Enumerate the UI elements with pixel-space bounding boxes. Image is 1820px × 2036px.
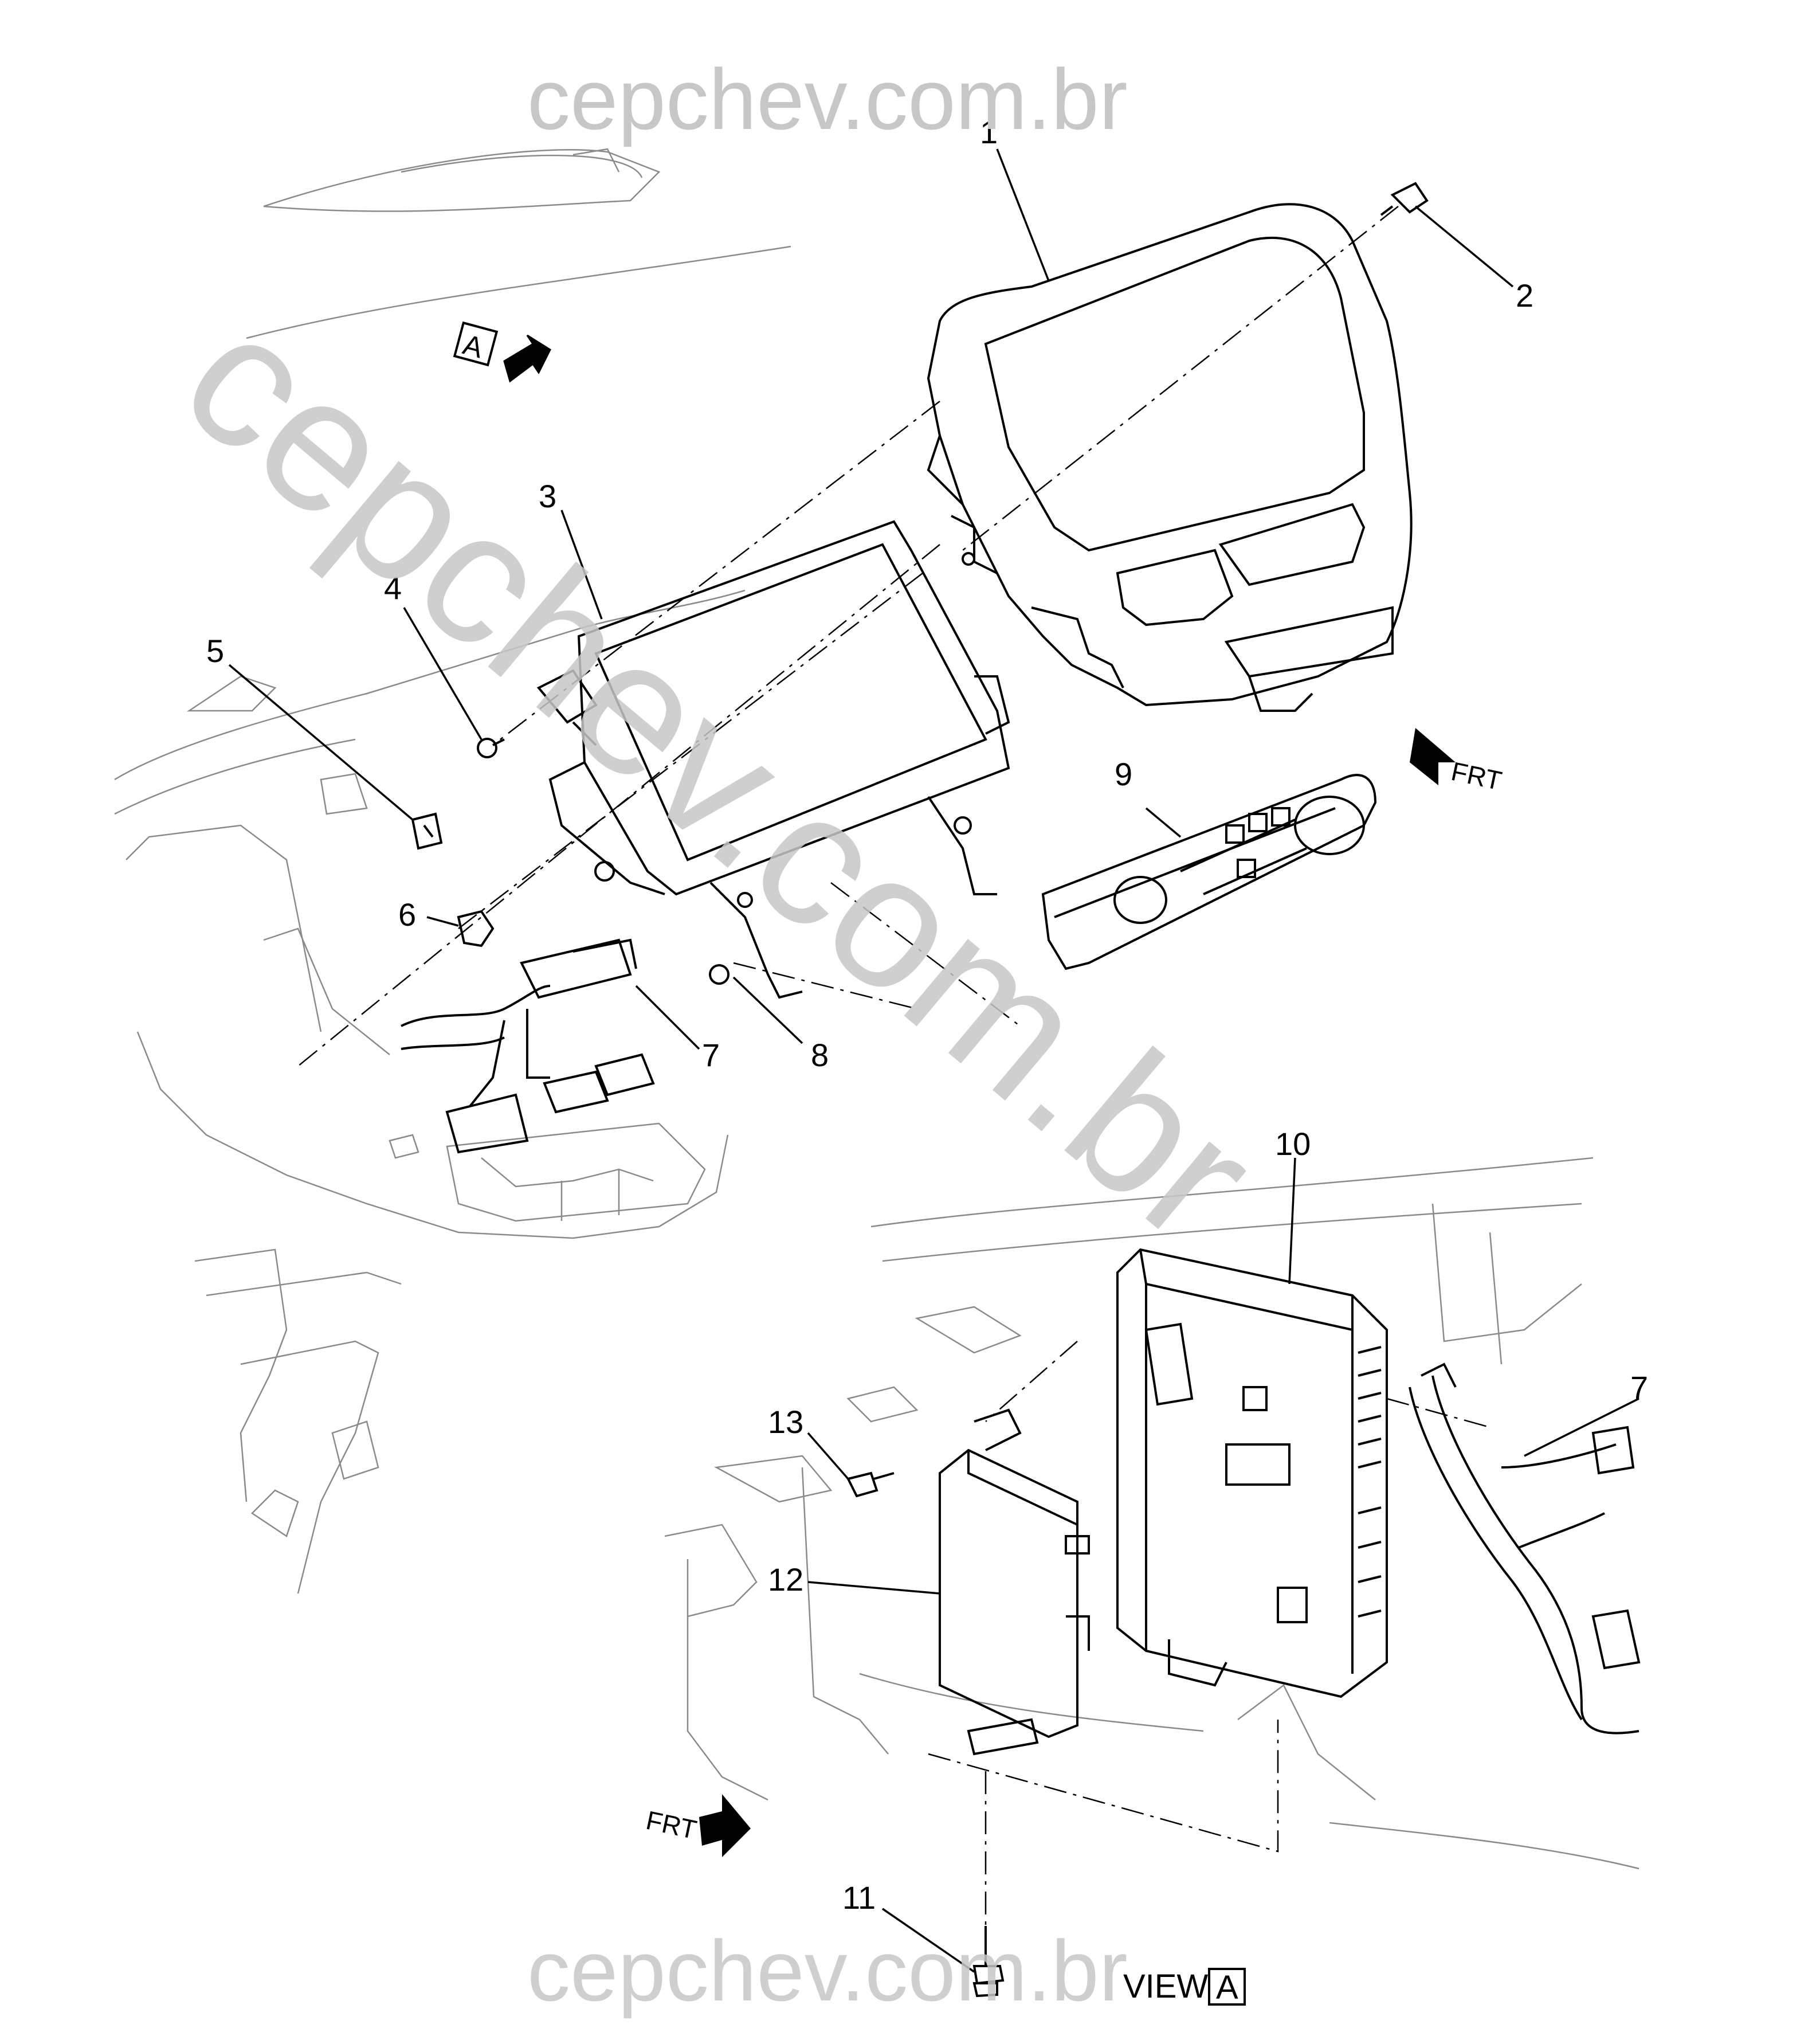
callout-2: 2 bbox=[1516, 277, 1533, 314]
callout-9: 9 bbox=[1115, 756, 1132, 792]
watermark-bottom: cepchev.com.br bbox=[527, 1923, 1128, 2019]
part-8-screw bbox=[710, 965, 728, 984]
watermarks: cepchev.com.br cepchev.com.br cepchev.co… bbox=[146, 51, 1294, 2019]
callout-8: 8 bbox=[811, 1037, 829, 1073]
callout-7-lower: 7 bbox=[1630, 1369, 1648, 1405]
part-7-wiring-harness-upper bbox=[401, 940, 653, 1152]
part-1-instrument-panel-trim-bezel bbox=[928, 204, 1411, 711]
front-direction-marker-upper: FRT bbox=[1410, 728, 1504, 796]
part-2-screw bbox=[1381, 183, 1427, 215]
view-a-arrow: A bbox=[453, 321, 551, 383]
callout-5: 5 bbox=[206, 633, 224, 669]
callout-10: 10 bbox=[1275, 1126, 1311, 1162]
callout-11: 11 bbox=[842, 1880, 876, 1916]
callout-13: 13 bbox=[768, 1404, 803, 1440]
part-9-hvac-control-module bbox=[1043, 775, 1375, 969]
part-6-nut bbox=[458, 911, 493, 946]
part-11-bolt bbox=[974, 1926, 1003, 1996]
part-4-screw bbox=[478, 739, 504, 757]
mounting-bracket bbox=[968, 1720, 1037, 1754]
callout-7-upper: 7 bbox=[702, 1037, 720, 1073]
callout-12: 12 bbox=[768, 1561, 803, 1598]
view-label-ref: A bbox=[1216, 1969, 1238, 2006]
watermark-top: cepchev.com.br bbox=[527, 51, 1128, 147]
view-a-label: VIEW A bbox=[1123, 1968, 1246, 2006]
part-10-radio-control-module bbox=[1117, 1250, 1387, 1697]
view-label-text: VIEW bbox=[1123, 1968, 1208, 2005]
callout-4: 4 bbox=[384, 570, 402, 606]
callout-3: 3 bbox=[539, 478, 556, 514]
frt-label-upper: FRT bbox=[1449, 756, 1504, 796]
dashboard-background-art bbox=[115, 149, 1639, 1869]
view-a-arrow-letter: A bbox=[460, 328, 487, 365]
part-12-module bbox=[940, 1410, 1089, 1737]
front-direction-marker-lower: FRT bbox=[644, 1794, 751, 1857]
callout-labels: 1 2 3 4 5 6 7 8 9 10 7 11 12 13 bbox=[206, 114, 1648, 1916]
callout-6: 6 bbox=[398, 896, 416, 933]
part-3-display-module bbox=[539, 522, 1009, 997]
frt-label-lower: FRT bbox=[644, 1805, 699, 1845]
callout-leaders bbox=[228, 148, 1639, 1973]
callout-1: 1 bbox=[980, 114, 998, 150]
part-5-clip bbox=[413, 814, 441, 848]
part-7-wiring-harness-lower bbox=[1410, 1364, 1639, 1733]
part-13-screw bbox=[848, 1473, 894, 1496]
